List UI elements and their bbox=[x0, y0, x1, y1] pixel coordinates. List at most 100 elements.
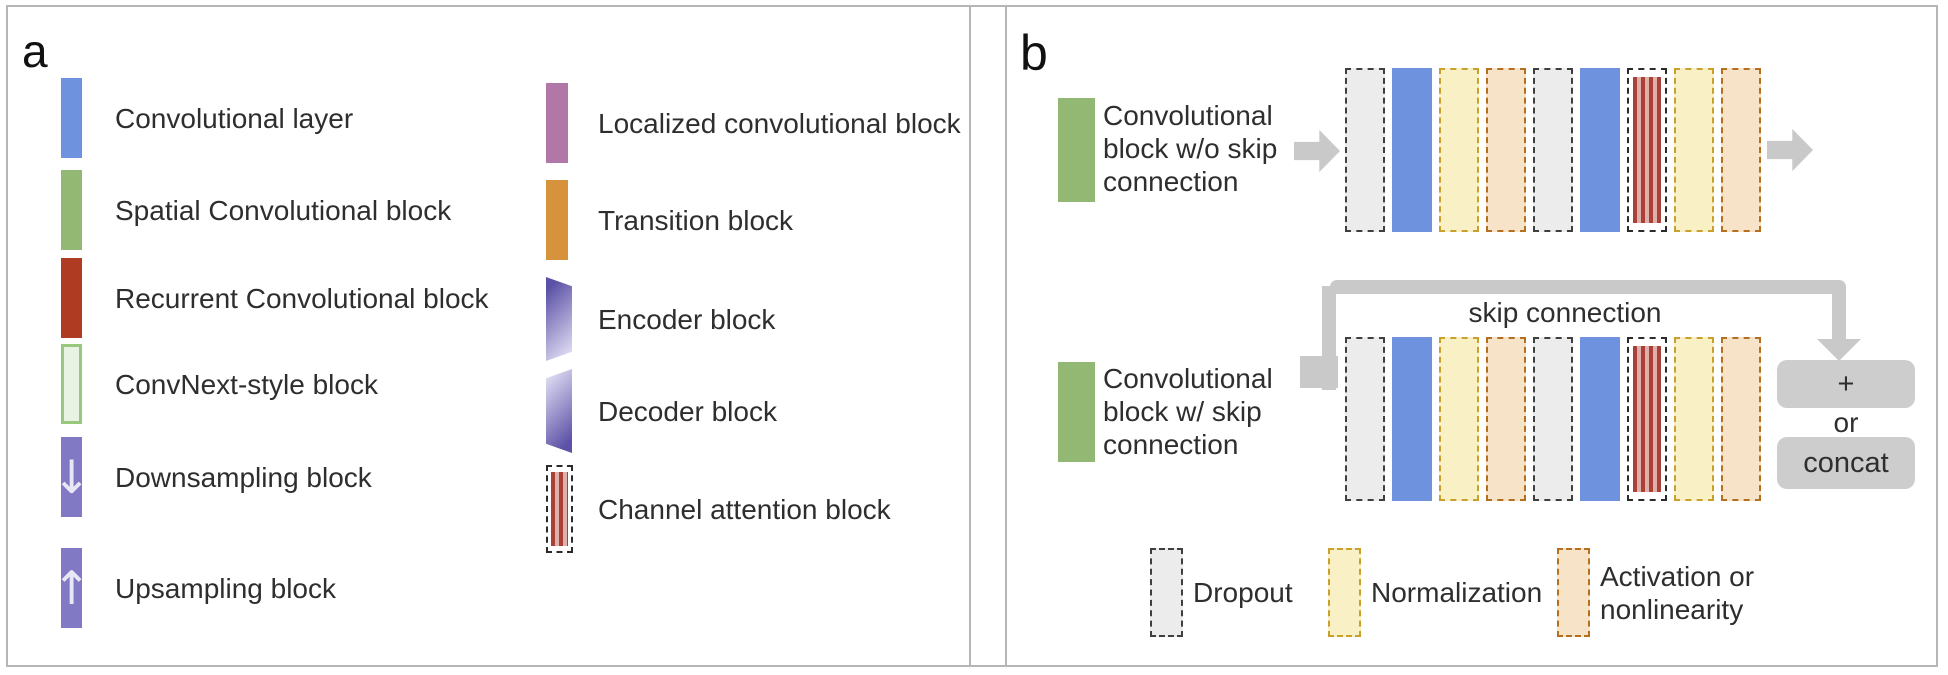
swatch-slot: ↓ bbox=[52, 437, 91, 517]
legend-item-label: Transition block bbox=[598, 204, 794, 236]
legend-item-label: Spatial Convolutional block bbox=[115, 194, 452, 226]
dropout-bar bbox=[1533, 337, 1573, 501]
legend-item-dropout: Dropout bbox=[1150, 548, 1293, 637]
recurrent-swatch-icon bbox=[61, 258, 82, 338]
legend-item-label: Convolutional layer bbox=[115, 102, 354, 134]
panel-b-label: b bbox=[1020, 25, 1048, 81]
norm-swatch-icon bbox=[1328, 548, 1361, 637]
conv-bar bbox=[1580, 337, 1620, 501]
legend-item-label: Decoder block bbox=[598, 395, 777, 427]
legend-item-convnext: ConvNext-style block bbox=[61, 344, 378, 424]
conv-block-swatch-row2 bbox=[1058, 362, 1095, 462]
swatch-slot: ↑ bbox=[52, 548, 91, 628]
legend-item-conv: Convolutional layer bbox=[61, 78, 353, 158]
legend-item-label: Upsampling block bbox=[115, 572, 336, 604]
up-arrow-icon: ↑ bbox=[52, 561, 91, 615]
activation-bar bbox=[1486, 337, 1526, 501]
activation-bar bbox=[1486, 68, 1526, 232]
legend-item-up: ↑ Upsampling block bbox=[52, 548, 336, 628]
legend-item-label: Normalization bbox=[1371, 576, 1542, 609]
norm-bar bbox=[1439, 68, 1479, 232]
caption-line: Convolutional bbox=[1103, 100, 1273, 131]
legend-item-label: ConvNext-style block bbox=[115, 368, 378, 400]
conv-block-swatch-row1 bbox=[1058, 98, 1095, 202]
swatch-slot bbox=[546, 277, 576, 361]
conv-swatch-icon bbox=[61, 78, 82, 158]
swatch-slot bbox=[61, 258, 82, 338]
row1-layer-sequence bbox=[1345, 68, 1761, 232]
skip-connection-input-stub bbox=[1300, 356, 1338, 388]
legend-item-label: Localized convolutional block bbox=[598, 107, 961, 139]
row2-layer-sequence bbox=[1345, 337, 1761, 501]
norm-bar bbox=[1674, 68, 1714, 232]
merge-or-label: or bbox=[1833, 407, 1859, 438]
spatial-swatch-icon bbox=[61, 170, 82, 250]
up-swatch-icon: ↑ bbox=[52, 548, 91, 628]
swatch-slot bbox=[546, 369, 576, 453]
norm-bar bbox=[1439, 337, 1479, 501]
conv-bar bbox=[1580, 68, 1620, 232]
legend-item-label: Downsampling block bbox=[115, 461, 372, 493]
swatch-slot bbox=[61, 170, 82, 250]
dropout-bar bbox=[1345, 68, 1385, 232]
localized-swatch-icon bbox=[546, 83, 568, 163]
caption-line: Convolutional bbox=[1103, 363, 1273, 394]
legend-item-label: Channel attention block bbox=[598, 493, 891, 525]
convnext-swatch-icon bbox=[61, 344, 82, 424]
dropout-bar bbox=[1533, 68, 1573, 232]
swatch-slot bbox=[546, 180, 576, 260]
activation-swatch-icon bbox=[1557, 548, 1590, 637]
transition-swatch-icon bbox=[546, 180, 568, 260]
merge-add-box: + bbox=[1777, 360, 1915, 408]
legend-label-line: Normalization bbox=[1371, 577, 1543, 608]
panel-a-label: a bbox=[22, 25, 48, 77]
legend-label-line: Activation or bbox=[1600, 560, 1755, 592]
legend-item-norm: Normalization bbox=[1328, 548, 1542, 637]
swatch-slot bbox=[546, 465, 576, 553]
legend-item-attention: Channel attention block bbox=[546, 465, 891, 553]
merge-concat-box: concat bbox=[1777, 437, 1915, 489]
skip-connection-label: skip connection bbox=[1468, 297, 1662, 328]
legend-item-down: ↓ Downsampling block bbox=[52, 437, 372, 517]
caption-line: block w/o skip bbox=[1103, 133, 1278, 164]
conv-bar bbox=[1392, 337, 1432, 501]
norm-bar bbox=[1674, 337, 1714, 501]
swatch-slot bbox=[61, 344, 82, 424]
skip-connection-line bbox=[1330, 280, 1846, 294]
legend-item-decoder: Decoder block bbox=[546, 369, 777, 453]
activation-bar bbox=[1721, 68, 1761, 232]
skip-connection-right-drop bbox=[1832, 286, 1846, 341]
legend-label-line: Dropout bbox=[1193, 577, 1293, 608]
legend-item-recurrent: Recurrent Convolutional block bbox=[61, 258, 489, 338]
dropout-swatch-icon bbox=[1150, 548, 1183, 637]
legend-item-label: Recurrent Convolutional block bbox=[115, 282, 489, 314]
conv-bar bbox=[1392, 68, 1432, 232]
caption-line: block w/ skip bbox=[1103, 396, 1262, 427]
legend-item-transition: Transition block bbox=[546, 180, 793, 260]
activation-bar bbox=[1721, 337, 1761, 501]
down-arrow-icon: ↓ bbox=[52, 450, 91, 504]
legend-item-localized: Localized convolutional block bbox=[546, 83, 961, 163]
legend-item-encoder: Encoder block bbox=[546, 277, 775, 361]
attention-bar bbox=[1627, 337, 1667, 501]
legend-item-label: Encoder block bbox=[598, 303, 776, 335]
figure-border bbox=[6, 5, 1938, 667]
down-swatch-icon: ↓ bbox=[52, 437, 91, 517]
dropout-bar bbox=[1345, 337, 1385, 501]
attention-bar bbox=[1627, 68, 1667, 232]
legend-item-label: Dropout bbox=[1193, 576, 1293, 609]
caption-line: connection bbox=[1103, 429, 1239, 460]
caption-line: connection bbox=[1103, 166, 1239, 197]
panel-a-right-border bbox=[969, 5, 971, 667]
encoder-swatch-icon bbox=[546, 277, 572, 361]
legend-label-line: nonlinearity bbox=[1600, 593, 1744, 625]
legend-item-spatial: Spatial Convolutional block bbox=[61, 170, 451, 250]
attention-swatch-icon bbox=[546, 465, 573, 553]
decoder-swatch-icon bbox=[546, 369, 572, 453]
panel-b-left-border bbox=[1005, 5, 1007, 667]
swatch-slot bbox=[61, 78, 82, 158]
